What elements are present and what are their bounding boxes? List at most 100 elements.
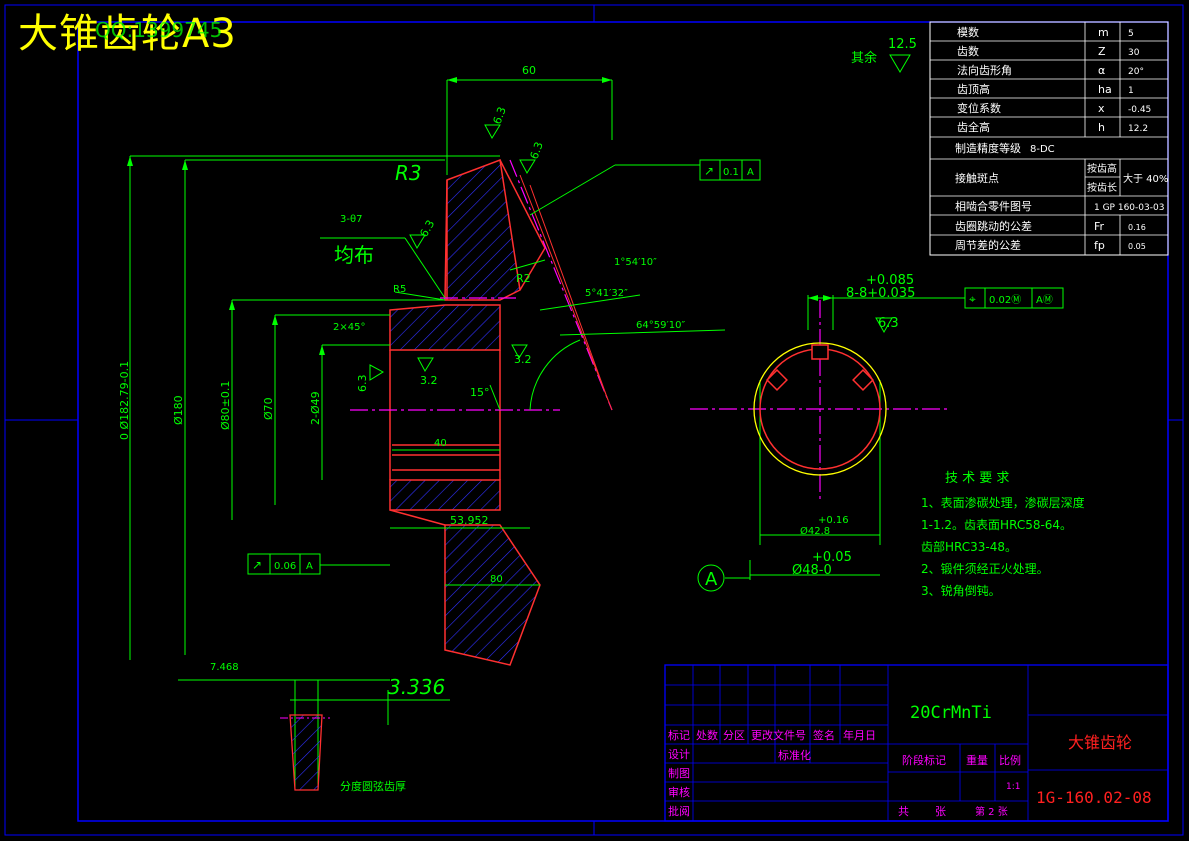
datum-a-circle — [697, 564, 725, 592]
dimension-texts: 60 R3 3-θ7 均布 R5 R2 2×45° 1°54′10″ 5°41′… — [118, 64, 915, 793]
drawing-title: 大锥齿轮A3 — [18, 11, 237, 57]
gear-section-lower — [389, 479, 541, 666]
param-value: 1 — [1128, 86, 1134, 96]
pitch-cone — [519, 174, 613, 411]
pitch-label: 周节差的公差 — [955, 238, 1021, 252]
param-name: 法向齿形角 — [957, 63, 1012, 77]
spline-roughness: 6.3 — [878, 316, 899, 331]
requirements-heading: 技 术 要 求 — [945, 471, 1009, 486]
requirement-line-1: 1、表面渗碳处理，渗碳层深度 — [921, 495, 1085, 510]
sheet-number: 第 2 张 — [975, 805, 1008, 818]
mate-label: 相啮合零件图号 — [955, 199, 1032, 213]
spline-bore-view — [753, 342, 887, 476]
title-block-header: 签名 — [813, 728, 835, 742]
title-block-row-label: 审核 — [668, 785, 690, 799]
param-value: 5 — [1128, 29, 1134, 39]
title-block-row-label: 设计 — [668, 748, 690, 761]
tol2-ref: A — [306, 561, 313, 572]
mate-value: 1 GP 160-03-03 — [1094, 203, 1164, 213]
roughness-labels: 其余 12.5 6.3 6.3 6.3 3.2 3.2 6.3 — [356, 37, 917, 392]
contact-row1: 按齿高 — [1087, 162, 1117, 175]
phi48-tol: +0.05 — [812, 550, 852, 565]
centerlines — [350, 159, 950, 500]
runout-label: 齿圈跳动的公差 — [955, 219, 1032, 233]
param-value: 12.2 — [1128, 124, 1148, 134]
roughness-rest-label: 其余 — [851, 50, 877, 66]
sheets-label: 张 — [935, 805, 946, 818]
dim-phi180: Ø180 — [172, 395, 185, 425]
dim-15: 15° — [470, 386, 490, 399]
standardization: 标准化 — [778, 748, 811, 762]
title-block-row-label: 批阅 — [668, 804, 690, 818]
roughness-1: 6.3 — [491, 105, 509, 126]
dim-angle3: 64°59′10″ — [636, 320, 685, 331]
stage-mark: 阶段标记 — [902, 753, 946, 767]
requirement-line-3: 齿部HRC33-48。 — [921, 539, 1017, 554]
tol1-ref: A — [747, 167, 754, 178]
roughness-4: 3.2 — [420, 374, 438, 387]
dim-53: 53.952 — [450, 514, 489, 527]
requirement-line-5: 3、锐角倒钝。 — [921, 584, 1001, 598]
requirement-line-4: 2、锻件须经正火处理。 — [921, 562, 1049, 576]
param-symbol: α — [1098, 64, 1105, 77]
title-block-header: 更改文件号 — [751, 728, 806, 742]
runout-value: 0.16 — [1128, 223, 1146, 232]
title-block-header: 分区 — [723, 729, 745, 742]
tolerance-frame-1: ↗ 0.1 A — [699, 159, 761, 181]
datum-a-label: A — [705, 569, 718, 590]
dim-chamfer: 2×45° — [333, 322, 365, 333]
title-block-header: 处数 — [696, 729, 718, 742]
tooth-caption: 分度圆弦齿厚 — [340, 779, 406, 793]
phi42: Ø42.8 — [800, 525, 830, 537]
param-name: 齿全高 — [957, 120, 990, 134]
dim-phi49: 2-Ø49 — [309, 391, 322, 425]
roughness-rest-value: 12.5 — [888, 37, 917, 52]
dimension-lines — [129, 79, 965, 790]
tol1-symbol: ↗ — [704, 164, 714, 178]
title-block-header: 年月日 — [843, 728, 876, 742]
param-name: 变位系数 — [957, 101, 1001, 115]
roughness-2: 6.3 — [528, 140, 546, 161]
tol2-value: 0.06 — [274, 561, 296, 572]
param-symbol: Z — [1098, 45, 1106, 58]
drawing-number: 1G-160.02-08 — [1036, 788, 1152, 807]
spline-top-tol: +0.085 — [866, 273, 914, 288]
spline-spec: 8-8+0.035 — [846, 286, 915, 301]
param-name: 齿顶高 — [957, 82, 990, 96]
tol1-value: 0.1 — [723, 167, 739, 178]
param-symbol: h — [1098, 121, 1105, 134]
part-name: 大锥齿轮 — [1068, 733, 1132, 752]
dim-phi70: Ø70 — [262, 397, 275, 420]
roughness-3: 6.3 — [417, 218, 437, 240]
roughness-5: 3.2 — [514, 353, 532, 366]
dim-80: 80 — [490, 574, 503, 585]
param-symbol: ha — [1098, 83, 1112, 96]
technical-requirements: 技 术 要 求 1、表面渗碳处理，渗碳层深度 1-1.2。齿表面HRC58-64… — [921, 471, 1085, 598]
gear-bore — [389, 350, 501, 480]
contact-value: 大于 40% — [1123, 172, 1168, 185]
tol3-value: 0.02Ⓜ — [989, 294, 1021, 306]
dim-even: 均布 — [334, 243, 374, 267]
param-value: 20° — [1128, 67, 1144, 77]
dim-angle-teeth: 3-θ7 — [340, 214, 362, 225]
param-symbol: x — [1098, 102, 1105, 115]
arrowheads — [127, 77, 833, 355]
dim-r2: R2 — [516, 272, 531, 285]
phi42-tol: +0.16 — [818, 515, 849, 526]
param-value: 30 — [1128, 48, 1140, 58]
watermark: QQ:1399745 — [95, 18, 223, 42]
tolerance-frame-3: ⌖ 0.02Ⓜ AⓂ — [964, 287, 1064, 309]
param-name: 模数 — [957, 26, 979, 39]
dim-60: 60 — [522, 64, 536, 77]
gear-section-upper — [389, 158, 546, 351]
requirement-line-2: 1-1.2。齿表面HRC58-64。 — [921, 518, 1072, 532]
scale-value: 1:1 — [1006, 782, 1020, 792]
dim-phi80: Ø80±0.1 — [219, 381, 232, 430]
dim-tooth-h: 3.336 — [388, 675, 445, 699]
total-label: 共 — [898, 805, 909, 818]
precision-value: 8-DC — [1030, 144, 1055, 155]
roughness-6: 6.3 — [356, 375, 369, 393]
contact-row2: 按齿长 — [1087, 181, 1117, 194]
